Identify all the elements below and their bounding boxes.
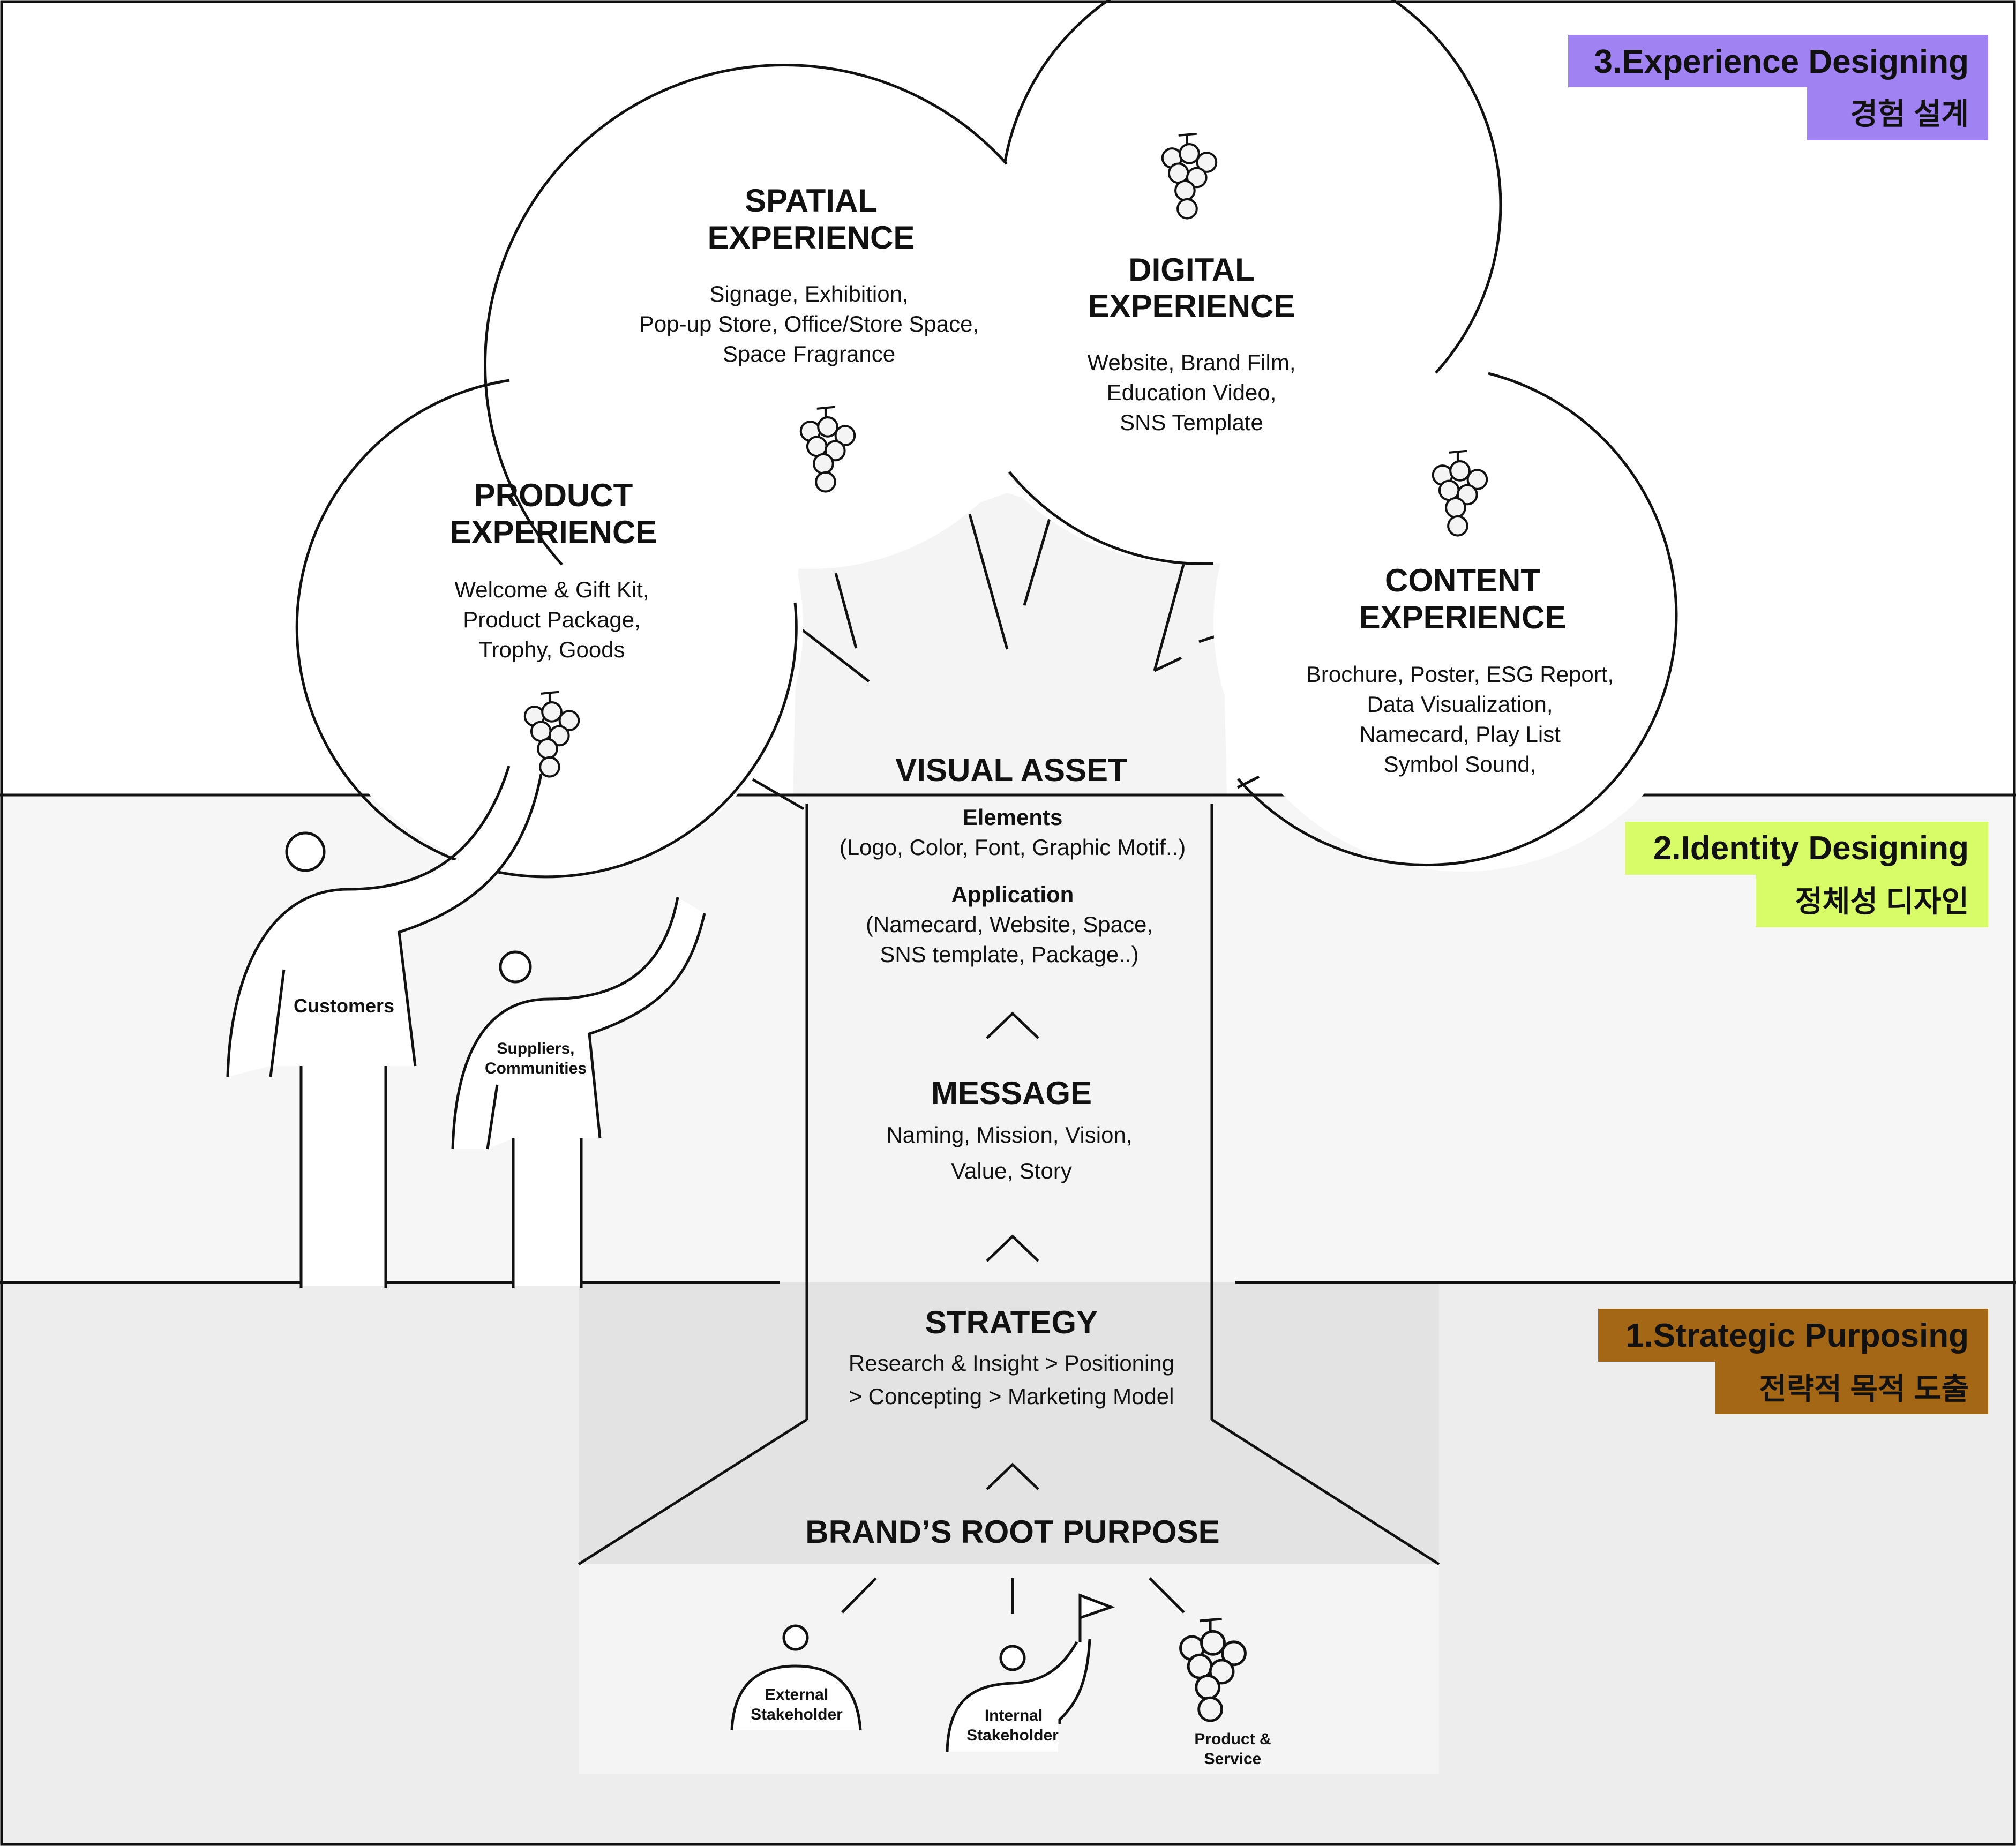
message-title: MESSAGE <box>931 1075 1092 1111</box>
internal-label-1: Internal <box>985 1707 1043 1724</box>
application-list-1: (Namecard, Website, Space, <box>866 912 1153 937</box>
digital-item-1: Website, Brand Film, <box>1087 350 1295 375</box>
suppliers-label-1: Suppliers, <box>497 1040 574 1057</box>
strategy-title: STRATEGY <box>925 1304 1098 1340</box>
strategy-item-2: > Concepting > Marketing Model <box>849 1384 1174 1409</box>
spatial-item-1: Signage, Exhibition, <box>709 281 908 306</box>
digital-title-2: EXPERIENCE <box>1088 288 1295 324</box>
caret-up-icon <box>986 1234 1039 1262</box>
strategic-label-box-ko <box>1715 1362 1988 1414</box>
identity-label: 2.Identity Designing 정체성 디자인 <box>1625 822 1988 927</box>
content-experience: CONTENT EXPERIENCE Brochure, Poster, ESG… <box>1306 451 1614 777</box>
content-title-1: CONTENT <box>1385 562 1540 598</box>
content-circle-fill <box>1213 372 1713 872</box>
strategy-item-1: Research & Insight > Positioning <box>849 1350 1174 1376</box>
product-title-1: PRODUCT <box>474 477 633 513</box>
customers-label: Customers <box>294 995 394 1017</box>
root-purpose-title: BRAND’S ROOT PURPOSE <box>805 1514 1219 1550</box>
message-item-2: Value, Story <box>951 1158 1072 1183</box>
strategy: STRATEGY Research & Insight > Positionin… <box>849 1304 1174 1409</box>
product-service: Product & Service <box>1181 1619 1271 1768</box>
person-icon <box>999 1645 1026 1671</box>
content-item-2: Data Visualization, <box>1367 692 1553 717</box>
digital-experience: DIGITAL EXPERIENCE Website, Brand Film, … <box>1087 134 1296 435</box>
spatial-title-2: EXPERIENCE <box>708 220 915 256</box>
experience-label-box-ko <box>1807 87 1988 140</box>
product-item-1: Welcome & Gift Kit, <box>454 577 649 602</box>
root-left-edge <box>578 1418 808 1566</box>
content-item-4: Symbol Sound, <box>1384 752 1537 777</box>
identity-label-box-ko <box>1756 875 1988 927</box>
content-item-1: Brochure, Poster, ESG Report, <box>1306 662 1614 687</box>
suppliers-label-2: Communities <box>485 1060 587 1077</box>
content-title-2: EXPERIENCE <box>1359 599 1567 635</box>
product-title-2: EXPERIENCE <box>450 514 657 550</box>
message: MESSAGE Naming, Mission, Vision, Value, … <box>886 1075 1132 1183</box>
elements-list: (Logo, Color, Font, Graphic Motif..) <box>840 835 1186 860</box>
content-item-3: Namecard, Play List <box>1359 722 1561 747</box>
product-item-3: Trophy, Goods <box>478 637 625 662</box>
caret-up-icon <box>986 1011 1039 1039</box>
application-label: Application <box>951 882 1074 907</box>
visual-asset-title: VISUAL ASSET <box>895 752 1127 788</box>
customers-figure: Customers <box>226 766 543 1288</box>
spatial-title-1: SPATIAL <box>745 183 878 219</box>
root-connectors <box>841 1577 1185 1614</box>
strategic-label-box <box>1598 1309 1988 1362</box>
strategic-label-title: 1.Strategic Purposing <box>1625 1317 1969 1354</box>
digital-title-1: DIGITAL <box>1128 252 1255 288</box>
suppliers-figure: Suppliers, Communities <box>451 897 706 1288</box>
external-label-2: Stakeholder <box>751 1706 843 1723</box>
internal-stakeholder: Internal Stakeholder <box>946 1593 1115 1752</box>
external-label-1: External <box>765 1686 828 1704</box>
digital-item-2: Education Video, <box>1107 380 1277 405</box>
product-circle-fill <box>304 376 803 875</box>
person-body <box>732 1666 860 1730</box>
spatial-item-2: Pop-up Store, Office/Store Space, <box>639 311 979 336</box>
product-item-2: Product Package, <box>463 607 641 632</box>
person-icon <box>285 831 326 872</box>
canopy-outline <box>295 0 1678 879</box>
root-right-edge <box>1211 1418 1440 1566</box>
person-icon <box>782 1624 809 1651</box>
product-service-label-1: Product & <box>1194 1730 1271 1748</box>
spatial-item-3: Space Fragrance <box>723 341 895 366</box>
internal-label-2: Stakeholder <box>966 1727 1059 1744</box>
strategic-label-korean: 전략적 목적 도출 <box>1759 1372 1969 1406</box>
application-list-2: SNS template, Package..) <box>880 942 1138 967</box>
experience-label-korean: 경험 설계 <box>1850 97 1969 131</box>
digital-item-3: SNS Template <box>1120 410 1263 435</box>
trunk-strategy-fill <box>579 1282 1439 1564</box>
experience-label-box <box>1568 35 1988 87</box>
branches <box>752 514 1260 811</box>
identity-label-box <box>1625 822 1988 875</box>
elements-label: Elements <box>963 805 1063 830</box>
experience-label-title: 3.Experience Designing <box>1594 43 1969 80</box>
person-icon <box>499 950 532 984</box>
person-body <box>453 897 705 1286</box>
flag-icon <box>1078 1593 1115 1620</box>
product-service-label-2: Service <box>1204 1750 1262 1768</box>
caret-up-icon <box>986 1462 1039 1490</box>
identity-label-korean: 정체성 디자인 <box>1795 884 1969 918</box>
message-item-1: Naming, Mission, Vision, <box>886 1122 1132 1147</box>
identity-label-title: 2.Identity Designing <box>1653 830 1969 867</box>
spatial-experience: SPATIAL EXPERIENCE Signage, Exhibition, … <box>639 183 979 492</box>
experience-label: 3.Experience Designing 경험 설계 <box>1568 35 1988 140</box>
person-body <box>947 1639 1090 1752</box>
product-experience: PRODUCT EXPERIENCE Welcome & Gift Kit, P… <box>450 477 657 777</box>
external-stakeholder: External Stakeholder <box>730 1624 862 1731</box>
strategic-label: 1.Strategic Purposing 전략적 목적 도출 <box>1598 1309 1988 1414</box>
canopy-gap-fill <box>793 493 1227 795</box>
visual-asset: VISUAL ASSET Elements (Logo, Color, Font… <box>840 752 1186 967</box>
